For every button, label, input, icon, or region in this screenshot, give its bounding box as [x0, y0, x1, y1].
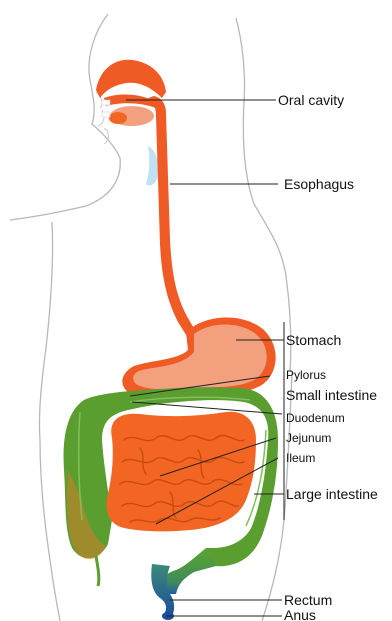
- label-small-intestine: Small intestine: [286, 387, 377, 403]
- label-jejunum: Jejunum: [286, 431, 331, 445]
- oral-cavity-shape: [96, 60, 166, 186]
- label-stomach: Stomach: [286, 332, 341, 348]
- label-anus: Anus: [284, 607, 316, 621]
- label-pylorus: Pylorus: [286, 368, 326, 382]
- label-oral-cavity: Oral cavity: [278, 92, 344, 108]
- label-rectum: Rectum: [284, 592, 332, 608]
- label-large-intestine: Large intestine: [286, 486, 378, 502]
- label-duodenum: Duodenum: [286, 411, 345, 425]
- small-intestine-shape: [107, 412, 256, 532]
- label-esophagus: Esophagus: [284, 176, 354, 192]
- esophagus-shape: [148, 96, 196, 338]
- label-ileum: Ileum: [286, 451, 315, 465]
